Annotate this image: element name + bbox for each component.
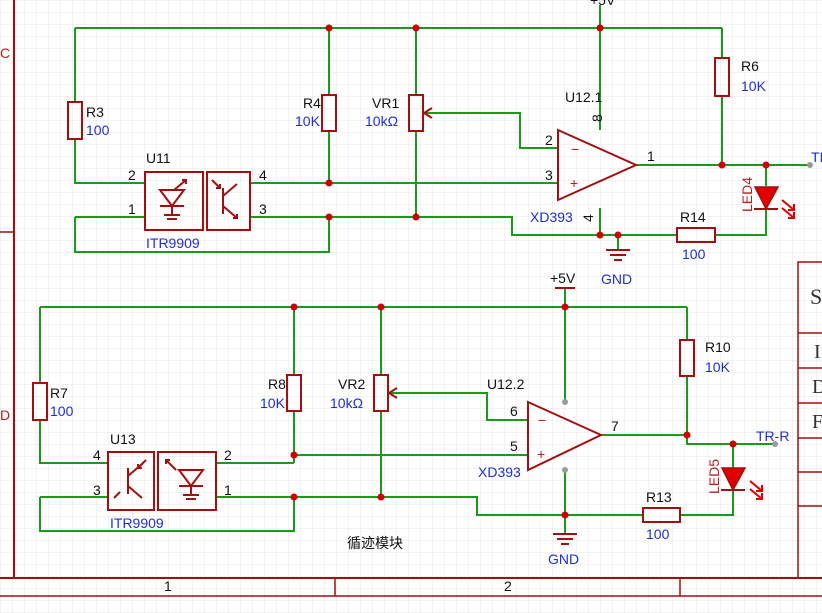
u12-2-ref: U12.2 xyxy=(487,376,525,392)
u12-2-minus-sign: − xyxy=(538,412,546,428)
opamp-u12-2 xyxy=(527,400,604,472)
r4-value: 10K xyxy=(295,113,321,129)
u12-1-minus-sign: − xyxy=(571,141,579,157)
r7-ref: R7 xyxy=(50,385,68,401)
u11-ref: U11 xyxy=(146,150,171,166)
u12-2-pin-out: 7 xyxy=(611,418,619,434)
bottom-junctions xyxy=(290,303,737,519)
frame-row-label-d: D xyxy=(0,407,10,423)
r14-value: 100 xyxy=(682,246,706,262)
r10-value: 10K xyxy=(705,359,731,375)
resistor-r7 xyxy=(32,382,48,421)
r4-ref: R4 xyxy=(303,95,321,111)
u13-ref: U13 xyxy=(110,431,136,447)
vr2-wiper-arrow xyxy=(387,387,398,399)
u12-1-plus-sign: + xyxy=(570,175,578,191)
r10-ref: R10 xyxy=(705,339,731,355)
resistor-r3 xyxy=(67,101,83,140)
frame-row-label-c: C xyxy=(0,45,10,61)
sensor-u13 xyxy=(107,451,217,511)
u12-1-ref: U12.1 xyxy=(565,89,603,105)
r8-ref: R8 xyxy=(268,376,286,392)
vr1-ref: VR1 xyxy=(372,95,399,111)
vr1-wiper-arrow xyxy=(422,107,433,119)
net-out-top-pin xyxy=(807,162,813,168)
u12-1-pin-vcc: 8 xyxy=(589,114,605,122)
u11-pin-3: 3 xyxy=(259,201,267,217)
net-out-bottom-pin xyxy=(772,441,778,447)
u13-pin-1: 1 xyxy=(224,482,232,498)
ground-symbol-bottom xyxy=(553,533,577,545)
r3-ref: R3 xyxy=(86,104,104,120)
vcc-label-bottom: +5V xyxy=(550,270,576,286)
frame-col-label-2: 2 xyxy=(504,578,512,594)
u12-2-part: XD393 xyxy=(478,464,521,480)
r3-value: 100 xyxy=(86,122,110,138)
module-title: 循迹模块 xyxy=(347,536,403,552)
title-block-letter-s: S xyxy=(810,284,822,309)
u11-part: ITR9909 xyxy=(146,235,200,251)
frame-col-label-1: 1 xyxy=(164,578,172,594)
r6-value: 10K xyxy=(741,78,767,94)
u12-2-pin-plus: 5 xyxy=(510,438,518,454)
u12-2-plus-sign: + xyxy=(537,446,545,462)
resistor-r8 xyxy=(286,374,302,412)
u13-pin-3: 3 xyxy=(93,482,101,498)
resistor-r4 xyxy=(321,94,337,132)
vr2-ref: VR2 xyxy=(338,376,365,392)
led-led4 xyxy=(753,186,795,219)
r6-ref: R6 xyxy=(741,58,759,74)
resistor-r13 xyxy=(642,507,681,523)
u12-1-pin-minus: 2 xyxy=(545,132,553,148)
gnd-label-top: GND xyxy=(601,271,632,287)
resistor-r6 xyxy=(714,57,730,97)
u13-pin-4: 4 xyxy=(93,447,101,463)
resistor-r10 xyxy=(679,339,695,377)
top-wires xyxy=(74,5,810,253)
gnd-label-bottom: GND xyxy=(548,551,579,567)
r13-ref: R13 xyxy=(646,489,672,505)
drawing-frame: C D 1 2 S I D F xyxy=(0,0,822,597)
r14-ref: R14 xyxy=(680,209,706,225)
title-block-letter-i: I xyxy=(814,341,821,363)
sensor-u11 xyxy=(144,171,251,231)
led5-ref: LED5 xyxy=(706,459,722,494)
top-junctions xyxy=(325,24,770,239)
u11-pin-4: 4 xyxy=(259,167,267,183)
u13-pin-2: 2 xyxy=(224,447,232,463)
u12-1-part: XD393 xyxy=(530,209,573,225)
vr2-value: 10kΩ xyxy=(330,395,363,411)
u11-pin-2: 2 xyxy=(128,167,136,183)
led4-ref: LED4 xyxy=(739,177,755,212)
u12-1-pin-out: 1 xyxy=(647,148,655,164)
title-block-letter-f: F xyxy=(812,411,822,433)
vcc-label-top: +5V xyxy=(590,0,616,8)
u12-1-pin-plus: 3 xyxy=(545,167,553,183)
u12-1-pin-gnd: 4 xyxy=(580,214,596,222)
u12-2-pin-minus: 6 xyxy=(510,403,518,419)
led-led5 xyxy=(720,467,763,500)
resistor-r14 xyxy=(676,227,716,243)
u13-part: ITR9909 xyxy=(110,515,164,531)
net-label-ti: TI xyxy=(811,149,822,165)
vr1-value: 10kΩ xyxy=(365,113,398,129)
opamp-u12-1 xyxy=(557,128,639,202)
net-label-tr-r: TR-R xyxy=(756,428,789,444)
r7-value: 100 xyxy=(50,403,74,419)
r13-value: 100 xyxy=(646,526,670,542)
r8-value: 10K xyxy=(260,395,286,411)
ground-symbol-top xyxy=(606,249,630,261)
title-block-letter-d: D xyxy=(812,376,822,398)
u11-pin-1: 1 xyxy=(128,201,136,217)
